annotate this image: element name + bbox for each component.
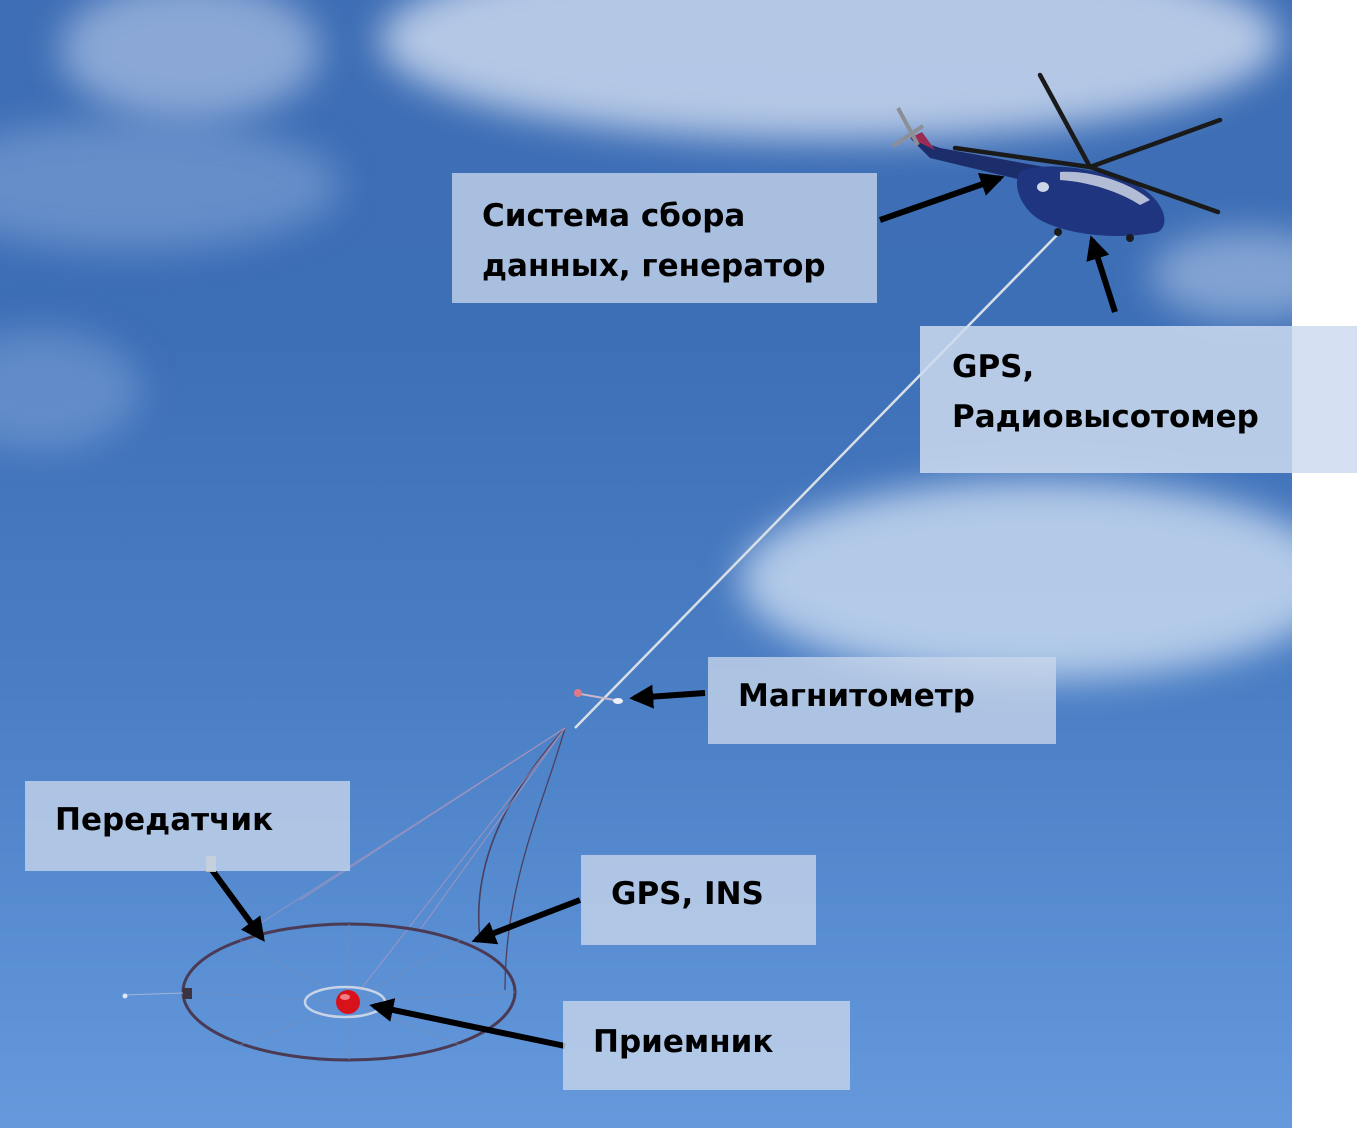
- arrow-transmitter: [209, 868, 265, 942]
- callout-arrows: [209, 173, 1118, 1049]
- label-gps-altimeter: GPS, Радиовысотомер: [920, 326, 1357, 473]
- cloud: [0, 120, 340, 250]
- label-magnetometer-text: Магнитометр: [738, 678, 975, 714]
- suspension-cables: [249, 727, 566, 991]
- label-data-system-line2: данных, генератор: [482, 248, 826, 284]
- helicopter: [891, 72, 1223, 242]
- transmitter-loop: [122, 922, 517, 1062]
- label-magnetometer: Магнитометр: [708, 657, 1056, 744]
- arrow-gps-ins: [471, 897, 582, 945]
- cloud: [60, 0, 320, 120]
- label-receiver-text: Приемник: [593, 1024, 774, 1060]
- label-gps-ins-text: GPS, INS: [611, 876, 764, 912]
- label-receiver: Приемник: [563, 1001, 850, 1090]
- arrow-data-system: [879, 173, 1005, 223]
- label-data-system: Система сбора данных, генератор: [452, 173, 877, 303]
- label-transmitter: Передатчик: [25, 781, 350, 871]
- label-gps-ins: GPS, INS: [581, 855, 816, 945]
- label-data-system-line1: Система сбора: [482, 198, 746, 234]
- label-gps-altimeter-line2: Радиовысотомер: [952, 399, 1259, 435]
- label-transmitter-text: Передатчик: [55, 802, 274, 838]
- label-gps-altimeter-line1: GPS,: [952, 349, 1035, 385]
- arrow-receiver: [369, 998, 566, 1049]
- receiver-sphere: [303, 985, 387, 1019]
- arrow-gps-altimeter: [1086, 235, 1118, 313]
- arrow-magnetometer: [629, 684, 706, 709]
- cloud: [740, 480, 1292, 680]
- magnetometer-sensor: [574, 689, 623, 704]
- tow-cable: [574, 231, 1061, 729]
